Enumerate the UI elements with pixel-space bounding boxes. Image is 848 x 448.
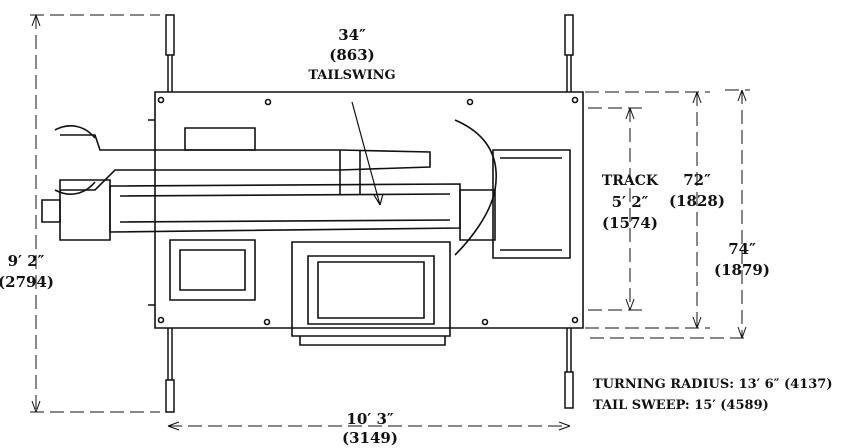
hydraulic-box	[184, 127, 256, 151]
outriggers	[165, 14, 574, 413]
fork-tip	[41, 199, 61, 223]
bolt-3	[466, 98, 474, 106]
engine-inner	[500, 157, 562, 251]
track-millimeters: (1574)	[602, 214, 658, 232]
labels: 34″ (863) TAILSWING TRACK 5′ 2″ (1574) 7…	[0, 26, 833, 447]
length-millimeters: (3149)	[342, 429, 398, 447]
cab-floor	[299, 336, 446, 346]
operator-cab	[291, 241, 451, 337]
dim-track-line	[588, 107, 645, 311]
machine-body	[41, 91, 584, 346]
outrigger-front-top	[165, 14, 175, 92]
bolt-7	[481, 318, 489, 326]
outrigger-rear-bottom	[564, 328, 574, 409]
bolt-1	[157, 96, 165, 104]
bolt-5	[157, 316, 165, 324]
bucket-fork	[54, 125, 96, 195]
bolt-2	[264, 98, 272, 106]
stabilizer-rail-top	[339, 150, 361, 195]
width-74-inches: 74″	[728, 240, 756, 258]
chassis-left-edge	[148, 119, 155, 306]
tailswing-label: TAILSWING	[308, 68, 395, 83]
side-compartment	[169, 239, 256, 301]
track-feet: 5′ 2″	[612, 193, 649, 211]
bolt-6	[263, 318, 271, 326]
tail-swing-arc	[454, 119, 497, 256]
dim-length-arrows	[167, 421, 571, 431]
dim-72-arrows	[692, 91, 702, 329]
outrigger-front-bottom	[165, 328, 175, 413]
turning-radius-note: TURNING RADIUS: 13′ 6″ (4137)	[593, 377, 833, 392]
overall-width-millimeters: (2794)	[0, 273, 54, 291]
cab-seat	[307, 255, 435, 325]
boom-inner	[119, 193, 451, 223]
width-74-millimeters: (1879)	[714, 261, 770, 279]
track-label: TRACK	[602, 173, 659, 189]
width-72-millimeters: (1828)	[669, 192, 725, 210]
dim-74-arrows	[737, 89, 747, 339]
dimension-lines	[30, 14, 750, 431]
side-compartment-inner	[179, 249, 246, 291]
dim-overall-width-line	[30, 14, 160, 413]
tail-sweep-note: TAIL SWEEP: 15′ (4589)	[593, 398, 769, 413]
dim-72-line	[585, 91, 710, 329]
attachment	[59, 179, 111, 241]
bolt-4	[571, 96, 579, 104]
dim-track-arrows	[625, 107, 635, 311]
engine-block	[492, 149, 571, 259]
overall-width-feet: 9′ 2″	[8, 252, 45, 270]
tailswing-leader	[351, 101, 381, 206]
boom-tube	[109, 183, 461, 233]
tailswing-inches: 34″	[338, 26, 366, 44]
dim-74-line	[590, 89, 750, 339]
boom-arm	[60, 134, 431, 191]
tailswing-millimeters: (863)	[329, 46, 375, 64]
dim-overall-width-arrows	[31, 14, 41, 413]
width-72-inches: 72″	[683, 171, 711, 189]
counterweight-detail	[459, 189, 496, 241]
cab-window	[317, 261, 425, 319]
tailswing-arrowhead	[373, 193, 384, 206]
outrigger-rear-top	[564, 14, 574, 92]
length-feet: 10′ 3″	[346, 410, 393, 428]
bolt-8	[571, 316, 579, 324]
